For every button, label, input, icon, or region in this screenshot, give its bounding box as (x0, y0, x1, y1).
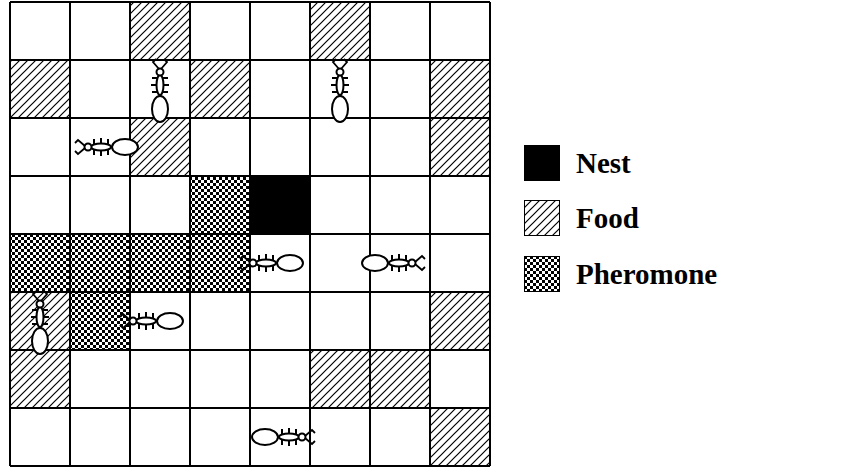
empty-cell (310, 118, 370, 176)
grid-line (309, 2, 311, 466)
empty-cell (370, 176, 430, 234)
empty-cell (70, 350, 130, 408)
empty-cell (70, 60, 130, 118)
empty-cell (10, 2, 70, 60)
empty-cell (70, 176, 130, 234)
empty-cell (70, 408, 130, 466)
grid-line (10, 233, 490, 235)
empty-cell (190, 350, 250, 408)
legend-label: Nest (576, 145, 631, 181)
legend-label: Pheromone (576, 256, 717, 292)
pheromone-cell (190, 176, 250, 234)
food-cell (430, 118, 490, 176)
grid-line (10, 407, 490, 409)
grid-line (489, 2, 491, 466)
legend-pattern-swatch (524, 200, 560, 236)
grid-line (369, 2, 371, 466)
food-cell (10, 60, 70, 118)
pheromone-cell (70, 234, 130, 292)
food-cell (310, 2, 370, 60)
food-cell (370, 350, 430, 408)
grid-line (429, 2, 431, 466)
empty-cell (310, 408, 370, 466)
ant-figure (120, 312, 183, 330)
empty-cell (190, 408, 250, 466)
food-cell (310, 350, 370, 408)
legend-entry: Pheromone (524, 256, 721, 292)
legend-entry: Food (524, 200, 643, 236)
empty-cell (130, 408, 190, 466)
swatch-fill (525, 257, 560, 292)
empty-cell (130, 350, 190, 408)
ant-figure (240, 254, 303, 272)
empty-cell (430, 2, 490, 60)
pheromone-cell (190, 234, 250, 292)
legend-label: Food (576, 200, 639, 236)
empty-cell (70, 2, 130, 60)
empty-cell (190, 2, 250, 60)
empty-cell (310, 176, 370, 234)
empty-cell (370, 408, 430, 466)
empty-cell (430, 176, 490, 234)
ant-figure (252, 428, 315, 446)
empty-cell (130, 176, 190, 234)
empty-cell (10, 118, 70, 176)
empty-cell (250, 350, 310, 408)
food-cell (430, 60, 490, 118)
empty-cell (250, 2, 310, 60)
empty-cell (430, 234, 490, 292)
empty-cell (250, 60, 310, 118)
empty-cell (370, 118, 430, 176)
grid-line (10, 349, 490, 351)
grid-line (10, 291, 490, 293)
food-cell (130, 2, 190, 60)
empty-cell (250, 292, 310, 350)
ant-figure (151, 59, 169, 122)
legend-pattern-swatch (524, 256, 560, 292)
empty-cell (190, 118, 250, 176)
empty-cell (370, 60, 430, 118)
food-cell (10, 350, 70, 408)
ant-figure (331, 59, 349, 122)
empty-cell (10, 176, 70, 234)
empty-cell (190, 292, 250, 350)
empty-cell (250, 118, 310, 176)
empty-cell (370, 292, 430, 350)
empty-cell (310, 292, 370, 350)
grid-line (10, 465, 490, 467)
empty-cell (370, 2, 430, 60)
swatch-fill (525, 201, 560, 236)
nest-cell (250, 176, 310, 234)
food-cell (430, 292, 490, 350)
ant-figure (362, 254, 425, 272)
legend-swatch (524, 145, 560, 181)
pheromone-cell (10, 234, 70, 292)
legend-entry: Nest (524, 145, 635, 181)
pheromone-cell (130, 234, 190, 292)
empty-cell (430, 350, 490, 408)
pheromone-cell (70, 292, 130, 350)
ant-figure (31, 291, 49, 354)
ant-figure (75, 138, 138, 156)
empty-cell (10, 408, 70, 466)
food-cell (190, 60, 250, 118)
food-cell (430, 408, 490, 466)
